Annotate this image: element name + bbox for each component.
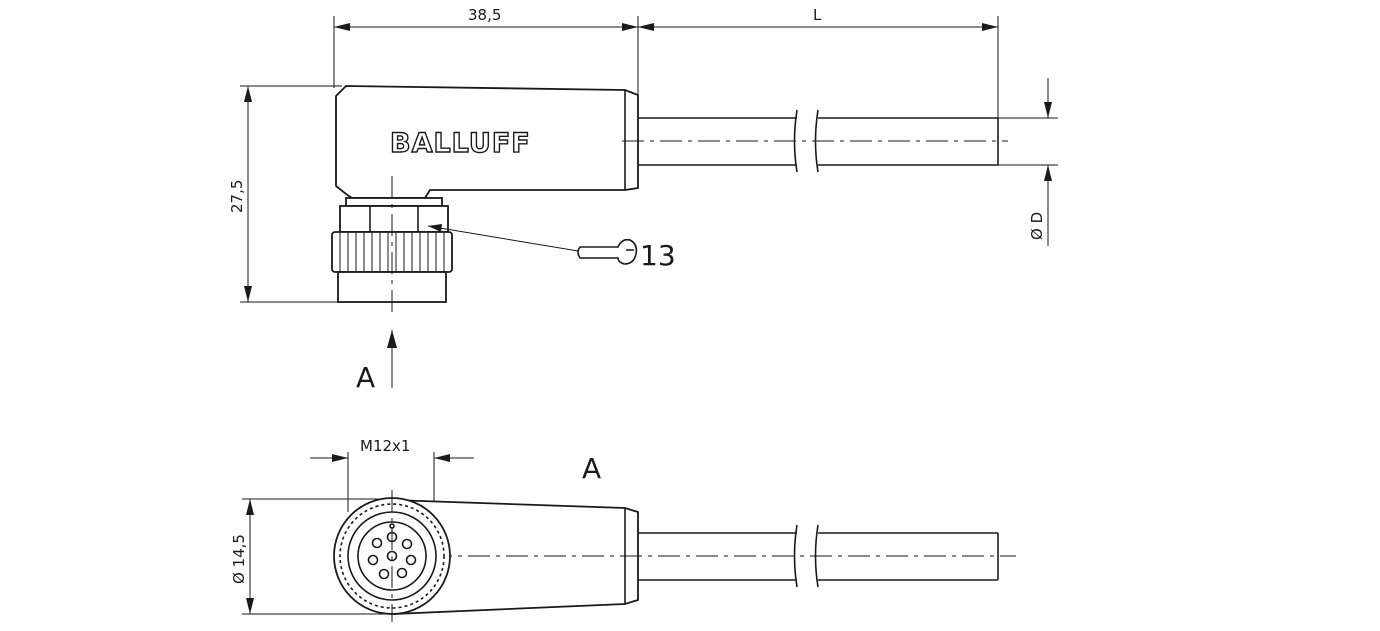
dim-label-27-5: 27,5 (228, 180, 246, 213)
pin-socket (371, 537, 383, 549)
dimension-nut-diameter: Ø 14,5 (230, 498, 392, 615)
front-view-a: A M12x1 Ø 14,5 (230, 437, 1016, 622)
dimension-cable-diameter: Ø D (998, 78, 1058, 246)
wrench-icon (577, 238, 638, 265)
pin-socket (378, 568, 390, 580)
brand-logo: BALLUFF (390, 128, 531, 159)
pin-socket (396, 567, 408, 579)
dim-label-38-5: 38,5 (468, 6, 501, 24)
pin-socket-center (386, 550, 398, 562)
view-arrow-label: A (356, 361, 375, 394)
dimension-length-body: 38,5 (333, 6, 639, 95)
side-view: 38,5 L 27,5 BALLUFF (228, 6, 1058, 394)
connector-face (333, 490, 451, 622)
hex-nut (339, 197, 449, 233)
cable (622, 109, 1008, 173)
dim-label-diameter-D: Ø D (1028, 212, 1046, 240)
pin-socket (401, 538, 413, 550)
cable-front (430, 524, 1016, 588)
knurled-coupling-nut (331, 176, 453, 318)
dim-label-L: L (813, 6, 822, 24)
connector-housing (335, 85, 639, 199)
dimension-height: 27,5 (228, 85, 342, 303)
view-title-a: A (582, 452, 601, 485)
dim-label-diameter-14-5: Ø 14,5 (230, 534, 248, 584)
wrench-size-label: 13 (640, 239, 676, 272)
pin-socket (405, 554, 417, 566)
dim-label-thread: M12x1 (360, 437, 410, 455)
pin-socket (367, 554, 379, 566)
wrench-size-callout: 13 (427, 224, 676, 272)
dimension-length-cable: L (638, 6, 999, 118)
view-arrow-a: A (356, 330, 397, 394)
